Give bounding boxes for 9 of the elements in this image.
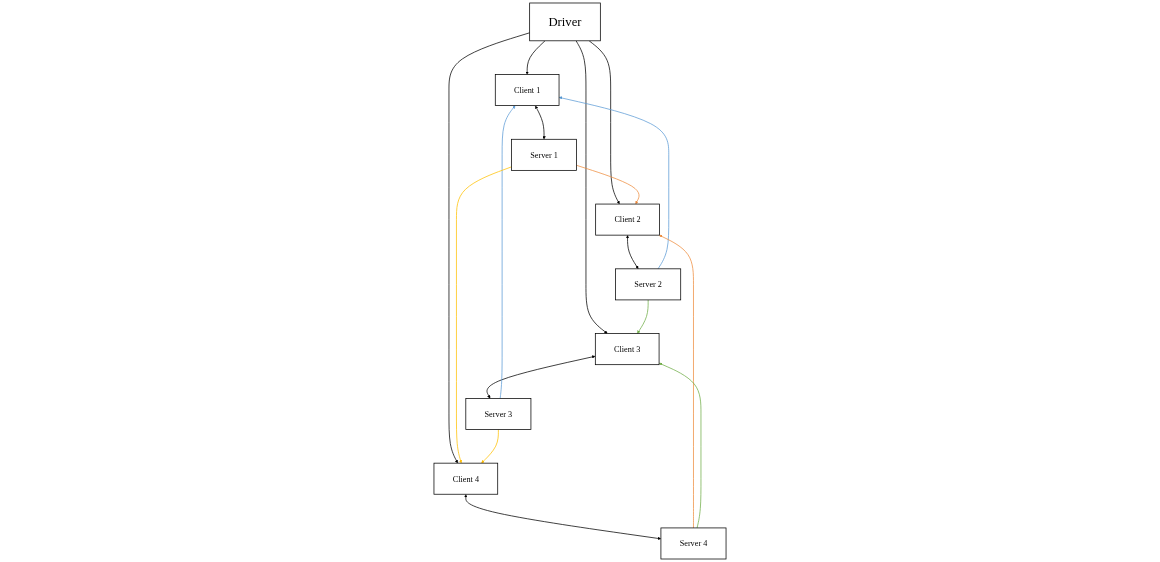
node-box: Client 1 [494, 74, 560, 106]
node-box: Server 4 [660, 527, 727, 560]
node-box: Server 1 [511, 138, 577, 171]
node-box: Client 4 [433, 462, 499, 495]
node-box: Client 2 [595, 203, 660, 236]
node-box: Server 2 [615, 268, 682, 301]
node-box: Client 3 [594, 333, 660, 366]
node-box: Server 3 [465, 398, 532, 430]
node-box: Driver [529, 2, 601, 42]
